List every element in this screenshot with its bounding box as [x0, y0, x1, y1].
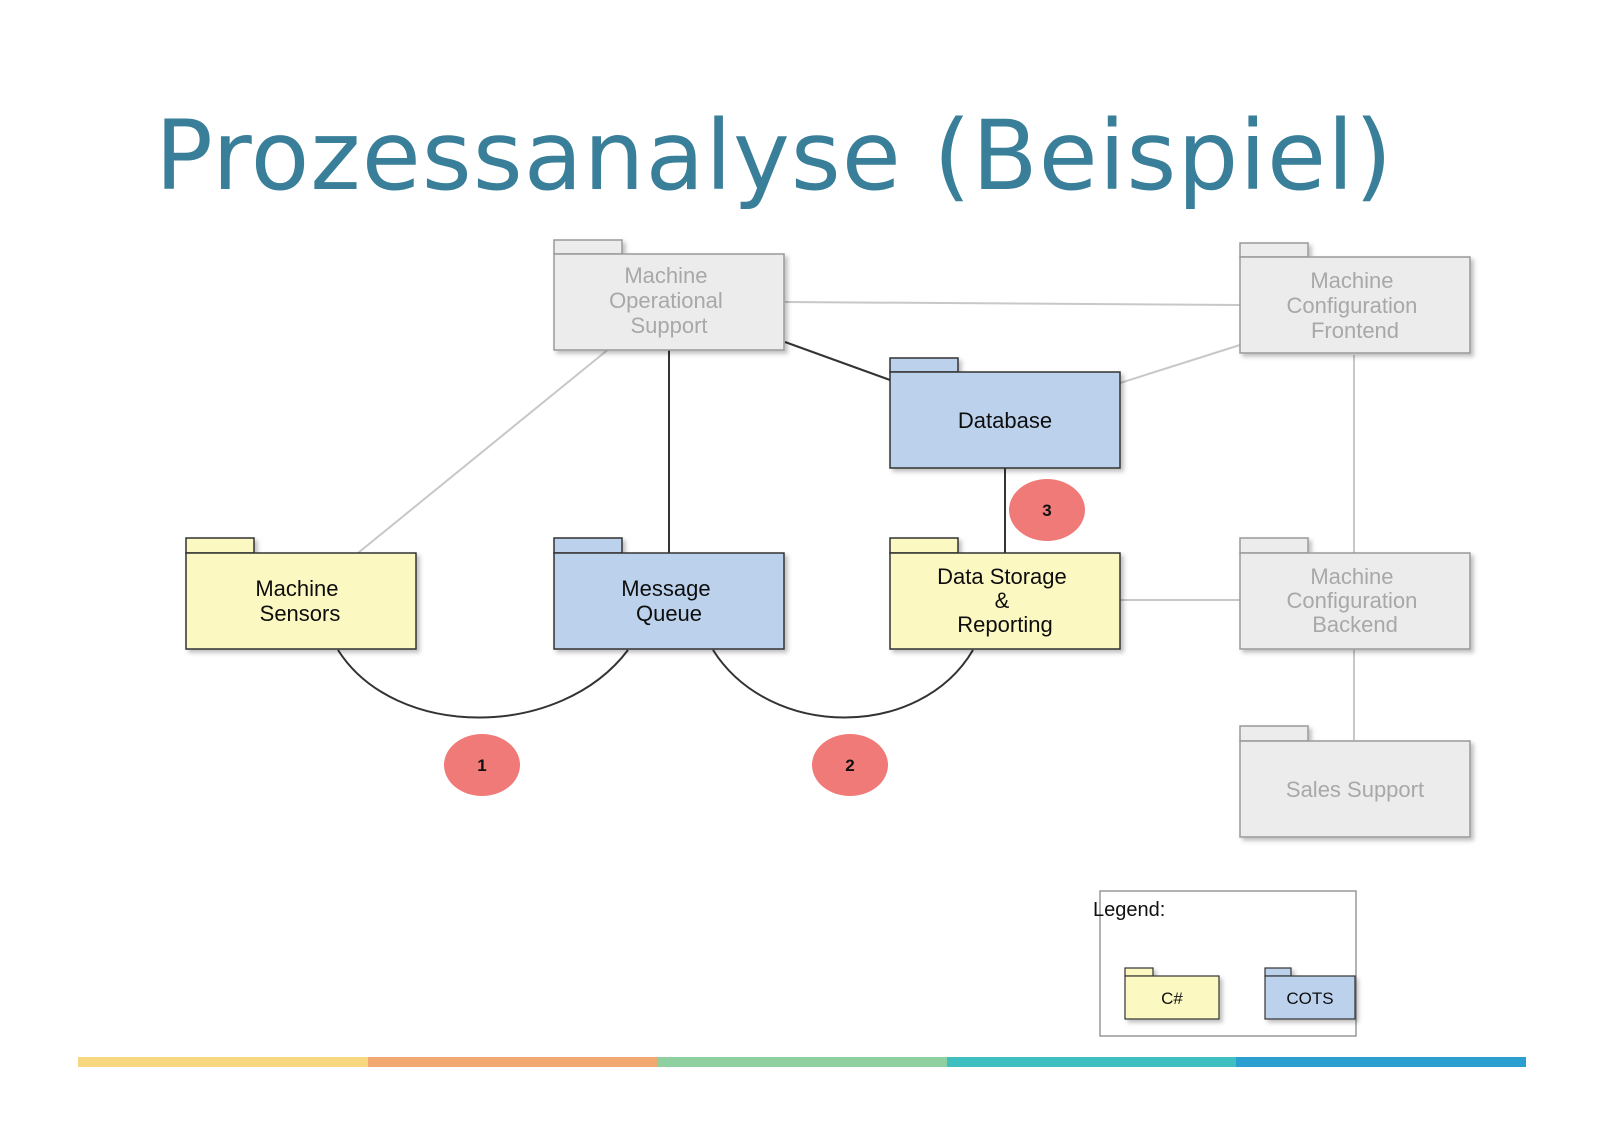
badge-2: 2 — [812, 734, 888, 796]
badge-3: 3 — [1009, 479, 1085, 541]
legend-label: COTS — [1286, 989, 1333, 1008]
legend-label: C# — [1161, 989, 1183, 1008]
link-mcf-database — [1119, 344, 1241, 384]
package-label: Sales Support — [1286, 777, 1424, 802]
package-label: Machine Configuration Backend — [1287, 564, 1424, 637]
footer-segment — [657, 1057, 947, 1067]
package-machine-sensors: Machine Sensors — [185, 537, 417, 650]
package-machine-configuration-backend: Machine Configuration Backend — [1239, 537, 1471, 650]
link-queue-storage — [712, 649, 974, 719]
package-label: Data Storage & Reporting — [937, 564, 1073, 637]
package-sales-support: Sales Support — [1239, 725, 1471, 838]
package-database: Database — [889, 357, 1121, 469]
link-sensors-queue — [337, 649, 629, 719]
link-mos-database — [784, 341, 891, 381]
legend: Legend: C# COTS — [1093, 890, 1357, 1037]
package-data-storage-reporting: Data Storage & Reporting — [889, 537, 1121, 650]
package-message-queue: Message Queue — [553, 537, 785, 650]
footer-segment — [1236, 1057, 1526, 1067]
footer-segment — [78, 1057, 368, 1067]
svg-text:3: 3 — [1042, 501, 1051, 520]
svg-text:2: 2 — [845, 756, 854, 775]
package-label: Machine Configuration Frontend — [1287, 268, 1424, 343]
package-machine-operational-support: Machine Operational Support — [553, 239, 785, 351]
legend-title: Legend: — [1093, 899, 1165, 921]
package-label: Machine Operational Support — [609, 263, 729, 338]
footer-segment — [367, 1057, 658, 1067]
badge-1: 1 — [444, 734, 520, 796]
connections — [337, 301, 1355, 740]
footer-color-bar — [78, 1057, 1526, 1067]
legend-item-cots: COTS — [1264, 967, 1356, 1020]
package-label: Message Queue — [621, 576, 716, 626]
package-label: Machine Sensors — [255, 576, 344, 626]
svg-text:1: 1 — [477, 756, 486, 775]
footer-segment — [946, 1057, 1237, 1067]
link-mos-mcf — [784, 301, 1241, 306]
slide-title: Prozessanalyse (Beispiel) — [155, 100, 1394, 212]
legend-item-csharp: C# — [1124, 967, 1220, 1020]
package-label: Database — [958, 408, 1052, 433]
package-machine-configuration-frontend: Machine Configuration Frontend — [1239, 242, 1471, 354]
link-mos-sensors — [357, 347, 611, 554]
